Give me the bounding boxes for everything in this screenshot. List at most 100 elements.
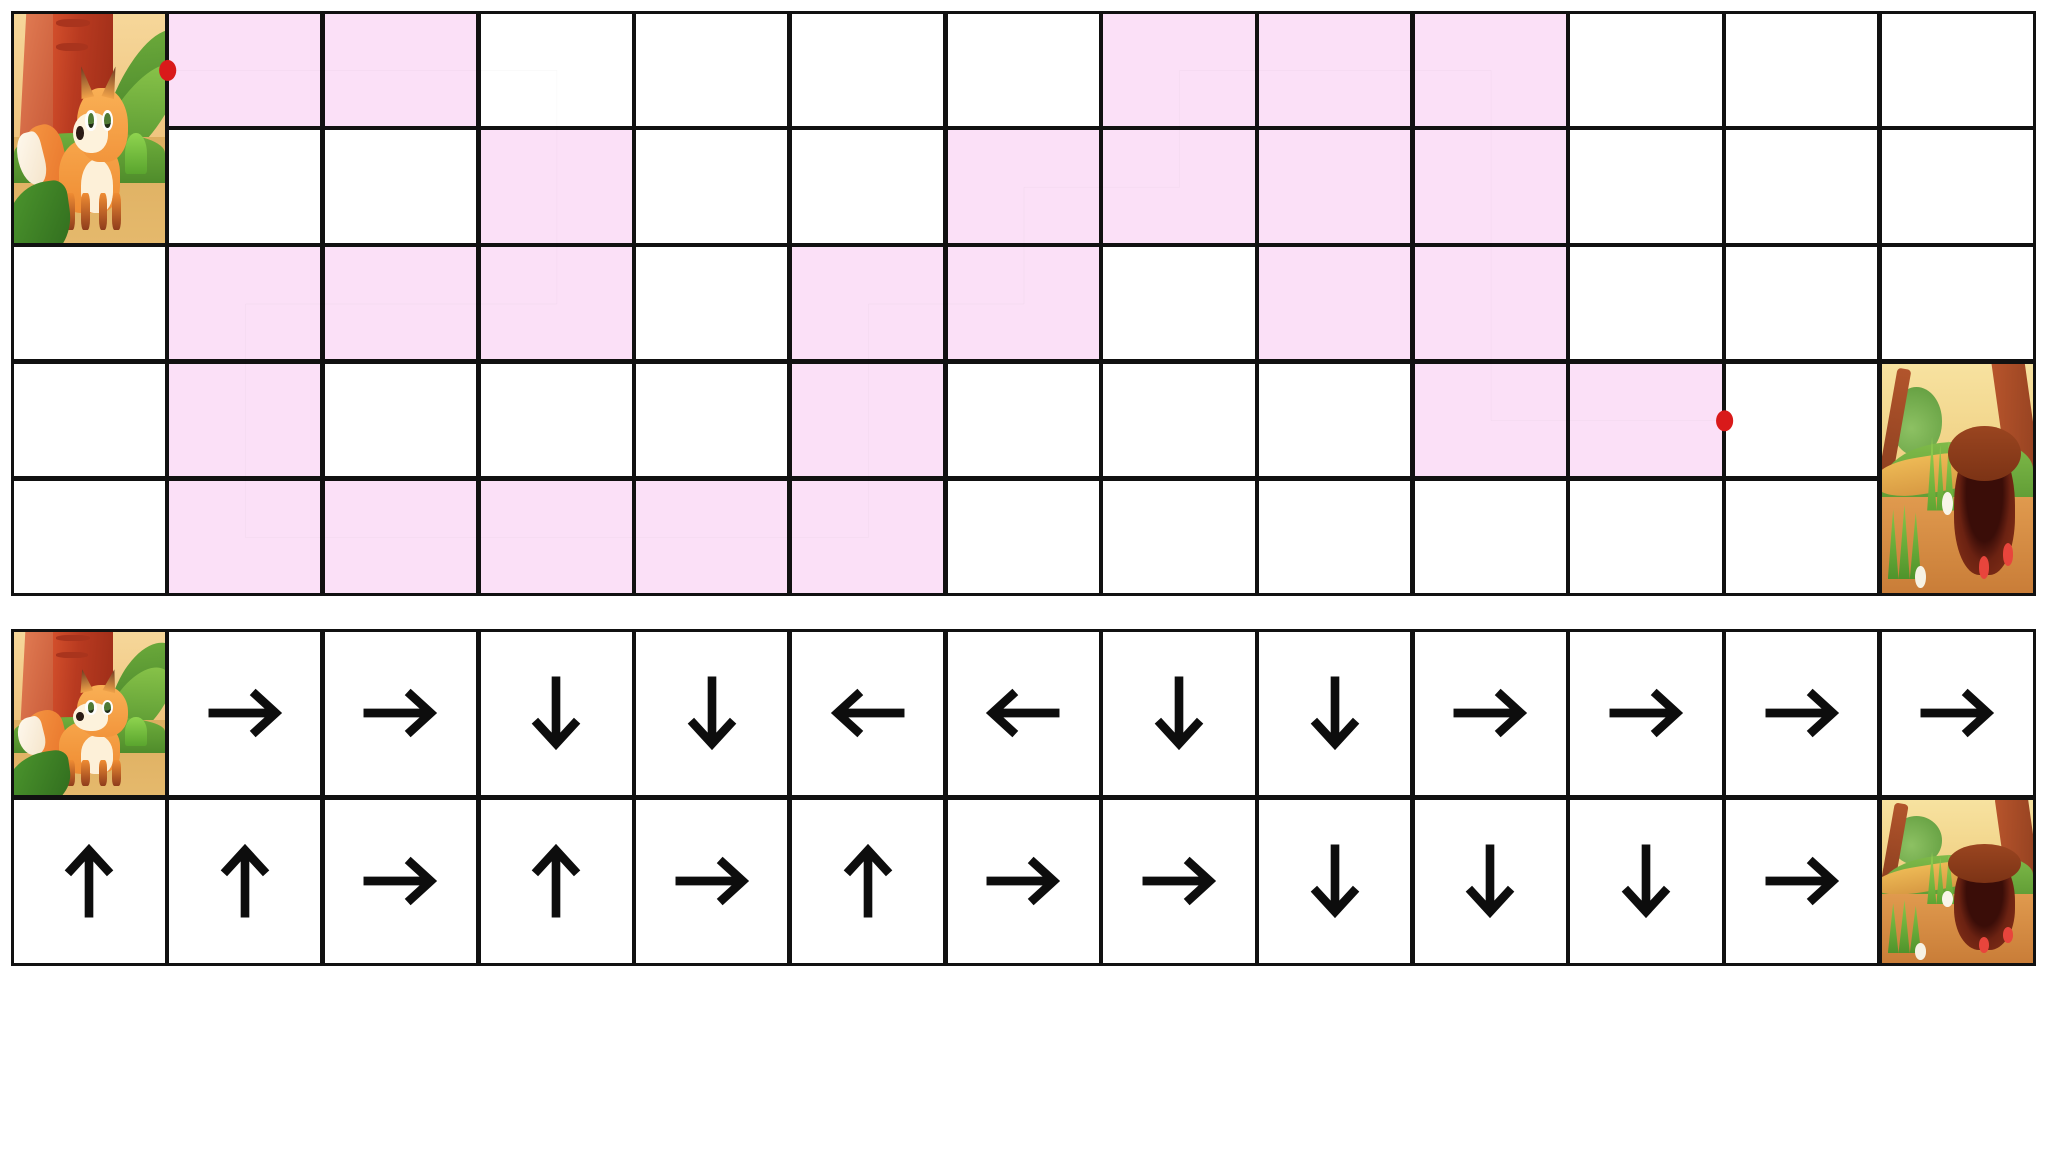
arrow-down-icon — [1287, 665, 1383, 761]
maze-cell-r0-c5 — [788, 10, 947, 129]
arrow-right-icon — [1131, 833, 1227, 929]
arrow-row-2-cell-5[interactable] — [788, 796, 947, 966]
arrow-row-1-cell-4[interactable] — [633, 628, 791, 798]
arrow-row-2-cell-8[interactable] — [1256, 796, 1414, 966]
arrow-row-2-cell-3[interactable] — [477, 796, 635, 966]
maze-cell-r4-c0 — [10, 477, 168, 596]
arrow-row-1-cell-5[interactable] — [788, 628, 947, 798]
maze-cell-r2-c9 — [1411, 244, 1569, 363]
arrow-right-icon — [1754, 833, 1850, 929]
maze-cell-r2-c1 — [166, 244, 324, 363]
maze-cell-r0-c10 — [1567, 10, 1725, 129]
arrow-row-1-cell-3[interactable] — [477, 628, 635, 798]
maze-cell-r4-c7 — [1100, 477, 1258, 596]
arrow-right-icon — [1909, 665, 2005, 761]
maze-cell-r0-c4 — [633, 10, 791, 129]
arrow-right-icon — [352, 665, 448, 761]
arrow-down-icon — [1598, 833, 1694, 929]
arrow-down-icon — [1131, 665, 1227, 761]
maze-cell-r0-c11 — [1723, 10, 1881, 129]
arrow-left-icon — [820, 665, 916, 761]
fox-illustration — [13, 13, 165, 243]
arrow-row-2-cell-7[interactable] — [1100, 796, 1258, 966]
maze-cell-r1-c6 — [944, 127, 1102, 246]
maze-cell-r0-c1 — [166, 10, 324, 129]
maze-cell-r2-c10 — [1567, 244, 1725, 363]
maze-cell-r2-c0 — [10, 244, 168, 363]
maze-cell-r4-c1 — [166, 477, 324, 596]
maze-cell-r0-c8 — [1256, 10, 1414, 129]
maze-panel — [10, 10, 2036, 596]
arrow-row-1-cell-10[interactable] — [1567, 628, 1725, 798]
maze-cell-r3-c5 — [788, 360, 947, 480]
arrow-row-1-cell-7[interactable] — [1100, 628, 1258, 798]
burrow-end-image — [1878, 360, 2036, 596]
arrow-right-icon — [1598, 665, 1694, 761]
arrow-row-2-cell-2[interactable] — [321, 796, 480, 966]
maze-cell-r4-c2 — [321, 477, 480, 596]
maze-cell-r2-c4 — [633, 244, 791, 363]
maze-cell-r2-c5 — [788, 244, 947, 363]
arrow-row-2-cell-10[interactable] — [1567, 796, 1725, 966]
arrow-row-1-cell-2[interactable] — [321, 628, 480, 798]
maze-cell-r0-c12 — [1878, 10, 2036, 129]
maze-cell-r2-c12 — [1878, 244, 2036, 363]
arrow-right-icon — [975, 833, 1071, 929]
arrow-right-icon — [1754, 665, 1850, 761]
maze-cell-r1-c1 — [166, 127, 324, 246]
arrow-row-1-cell-1[interactable] — [166, 628, 324, 798]
maze-cell-r4-c6 — [944, 477, 1102, 596]
burrow-thumbnail-icon — [1878, 796, 2036, 966]
maze-cell-r0-c6 — [944, 10, 1102, 129]
maze-cell-r1-c4 — [633, 127, 791, 246]
arrow-row-1-cell-8[interactable] — [1256, 628, 1414, 798]
fox-thumbnail-icon — [10, 628, 168, 798]
burrow-illustration — [1881, 363, 2033, 593]
maze-cell-r1-c2 — [321, 127, 480, 246]
arrow-row-1-cell-6[interactable] — [944, 628, 1102, 798]
fox-start-image — [10, 10, 168, 246]
arrow-row-2-cell-9[interactable] — [1411, 796, 1569, 966]
maze-cell-r3-c11 — [1723, 360, 1881, 480]
arrow-answer-panel — [10, 628, 2036, 1150]
arrow-row-2-cell-1[interactable] — [166, 796, 324, 966]
maze-cell-r2-c8 — [1256, 244, 1414, 363]
maze-cell-r1-c12 — [1878, 127, 2036, 246]
maze-cell-r2-c11 — [1723, 244, 1881, 363]
arrow-left-icon — [975, 665, 1071, 761]
arrow-down-icon — [1442, 833, 1538, 929]
maze-cell-r3-c6 — [944, 360, 1102, 480]
maze-cell-r4-c11 — [1723, 477, 1881, 596]
arrow-right-icon — [1442, 665, 1538, 761]
maze-cell-r0-c2 — [321, 10, 480, 129]
maze-cell-r2-c2 — [321, 244, 480, 363]
arrow-up-icon — [820, 833, 916, 929]
maze-grid — [10, 10, 2036, 596]
maze-cell-r1-c3 — [477, 127, 635, 246]
arrow-row-1-cell-11[interactable] — [1723, 628, 1881, 798]
maze-cell-r1-c5 — [788, 127, 947, 246]
maze-cell-r0-c7 — [1100, 10, 1258, 129]
arrow-row-2-cell-11[interactable] — [1723, 796, 1881, 966]
arrow-row-1-cell-12[interactable] — [1878, 628, 2036, 798]
maze-cell-r4-c4 — [633, 477, 791, 596]
fox-illustration — [13, 631, 165, 795]
maze-cell-r1-c11 — [1723, 127, 1881, 246]
maze-cell-r4-c8 — [1256, 477, 1414, 596]
arrow-row-2-cell-4[interactable] — [633, 796, 791, 966]
maze-cell-r3-c1 — [166, 360, 324, 480]
arrow-row-2-cell-6[interactable] — [944, 796, 1102, 966]
maze-cell-r2-c6 — [944, 244, 1102, 363]
maze-cell-r2-c7 — [1100, 244, 1258, 363]
arrow-right-icon — [664, 833, 760, 929]
arrow-right-icon — [197, 665, 293, 761]
burrow-illustration — [1881, 799, 2033, 963]
arrow-row-1-cell-9[interactable] — [1411, 628, 1569, 798]
arrow-row-2-cell-0[interactable] — [10, 796, 168, 966]
maze-cell-r4-c9 — [1411, 477, 1569, 596]
maze-cell-r3-c10 — [1567, 360, 1725, 480]
maze-cell-r3-c9 — [1411, 360, 1569, 480]
maze-cell-r3-c8 — [1256, 360, 1414, 480]
maze-cell-r3-c3 — [477, 360, 635, 480]
maze-cell-r1-c8 — [1256, 127, 1414, 246]
